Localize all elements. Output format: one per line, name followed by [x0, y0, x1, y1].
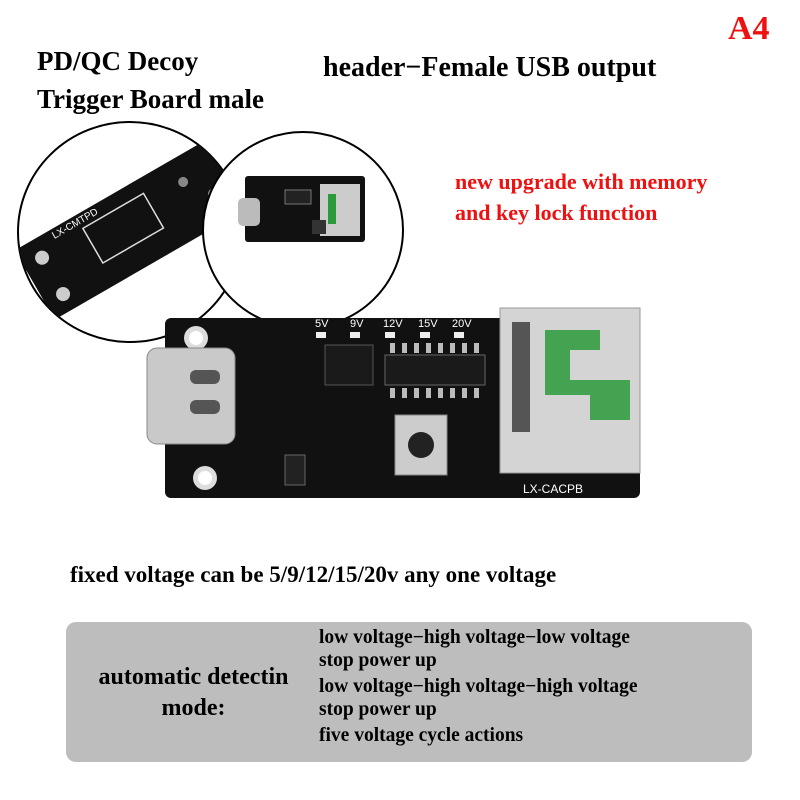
mode-item-line: low voltage−high voltage−high voltage [319, 676, 638, 697]
mode-panel: automatic detectin mode: low voltage−hig… [66, 622, 752, 762]
title-line: PD/QC Decoy [37, 46, 199, 76]
silk-9v: 9V [350, 318, 364, 330]
front-view-circle [202, 131, 404, 329]
silk-5v: 5V [315, 318, 329, 330]
mode-item-line: stop power up [319, 650, 437, 671]
usb-c-connector [146, 347, 236, 445]
mode-item-line: low voltage−high voltage−low voltage [319, 627, 630, 648]
product-title: PD/QC Decoy Trigger Board male [37, 42, 264, 118]
main-board: 5V 9V 12V 15V 20V LX-CACPB [146, 307, 641, 498]
mode-label-line: automatic detectin [98, 664, 289, 690]
title-line: Trigger Board male [37, 84, 264, 114]
mode-list: low voltage−high voltage−low voltage sto… [319, 626, 638, 750]
silk-15v: 15V [418, 318, 438, 330]
silk-12v: 12V [383, 318, 403, 330]
model-silk: LX-CACPB [523, 482, 583, 496]
usb-a-female-connector [499, 307, 641, 474]
mode-label: automatic detectin mode: [66, 662, 321, 724]
upgrade-note: new upgrade with memory and key lock fun… [455, 166, 707, 228]
mode-item: low voltage−high voltage−high voltage st… [319, 675, 638, 721]
silk-20v: 20V [452, 318, 472, 330]
output-title: header−Female USB output [323, 52, 657, 83]
fixed-voltage-note: fixed voltage can be 5/9/12/15/20v any o… [70, 562, 557, 587]
back-view-circle: LX-CMTPD [17, 121, 243, 343]
mode-item: low voltage−high voltage−low voltage sto… [319, 626, 638, 672]
mode-item-line: stop power up [319, 699, 437, 720]
note-line: and key lock function [455, 200, 658, 225]
variant-label: A4 [728, 10, 770, 47]
mode-label-line: mode: [161, 695, 226, 721]
note-line: new upgrade with memory [455, 169, 708, 194]
mode-item-line: five voltage cycle actions [319, 725, 524, 746]
mode-item: five voltage cycle actions [319, 724, 638, 747]
push-button [394, 414, 448, 476]
